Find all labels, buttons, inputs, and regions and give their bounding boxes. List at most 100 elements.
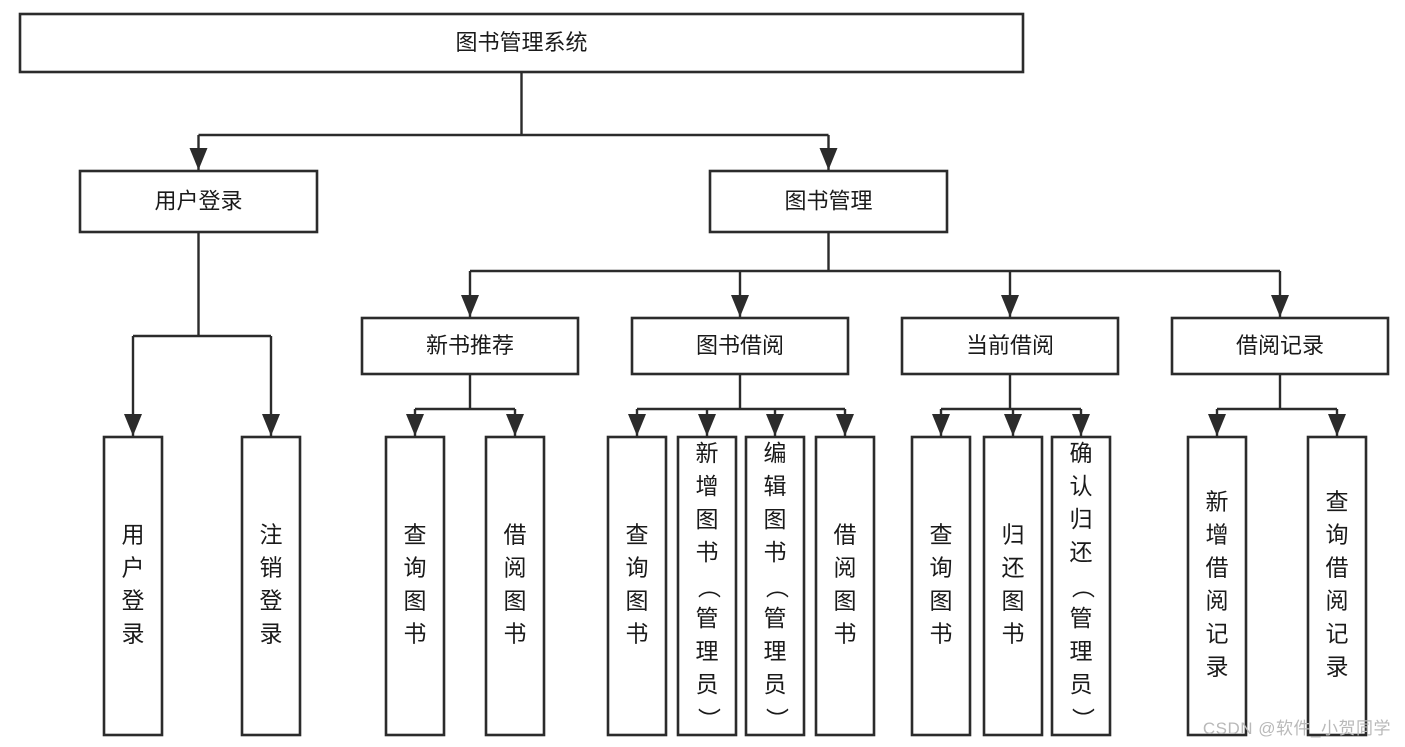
svg-text:（: （: [764, 576, 790, 599]
node-label-new-book-recommend: 新书推荐: [426, 333, 514, 358]
svg-text:记: 记: [1206, 621, 1229, 647]
svg-text:新: 新: [696, 440, 719, 466]
svg-text:图: 图: [930, 588, 953, 614]
arrow-head-icon: [262, 414, 280, 436]
arrow-head-icon: [189, 148, 208, 170]
svg-text:理: 理: [696, 638, 719, 664]
node-box-leaf-borrow-book: [814, 435, 876, 737]
arrow-head-icon: [1001, 295, 1019, 317]
arrow-head-icon: [766, 414, 784, 436]
node-book-management[interactable]: 图书管理: [708, 169, 949, 234]
node-label-borrow-record: 借阅记录: [1236, 333, 1324, 358]
svg-text:阅: 阅: [504, 555, 527, 581]
svg-text:员: 员: [696, 671, 719, 697]
node-box-leaf-return-book: [982, 435, 1044, 737]
node-borrow-record[interactable]: 借阅记录: [1170, 316, 1390, 376]
svg-text:管: 管: [1070, 605, 1093, 631]
node-box-leaf-query-book-recommend: [384, 435, 446, 737]
svg-text:图: 图: [404, 588, 427, 614]
arrow-head-icon: [1072, 414, 1090, 436]
svg-text:理: 理: [1070, 638, 1093, 664]
svg-text:登: 登: [122, 588, 145, 614]
svg-text:图: 图: [1002, 588, 1025, 614]
svg-text:图: 图: [764, 506, 787, 532]
node-box-leaf-add-book-admin: [676, 435, 738, 737]
svg-text:借: 借: [1326, 555, 1349, 581]
nodes-layer: 图书管理系统用户登录图书管理新书推荐图书借阅当前借阅借阅记录用户登录注销登录查询…: [18, 12, 1390, 737]
node-leaf-user-login[interactable]: 用户登录: [102, 435, 164, 737]
svg-text:询: 询: [930, 555, 953, 581]
node-user-login[interactable]: 用户登录: [78, 169, 319, 234]
svg-text:借: 借: [834, 522, 857, 548]
node-box-book-management: [708, 169, 949, 234]
connectors-layer: [124, 72, 1346, 436]
svg-text:用: 用: [122, 522, 145, 548]
arrow-head-icon: [124, 414, 142, 436]
svg-text:新: 新: [1206, 489, 1229, 515]
svg-text:图: 图: [696, 506, 719, 532]
node-box-leaf-add-borrow-record: [1186, 435, 1248, 737]
node-label-user-login: 用户登录: [154, 188, 242, 213]
svg-text:录: 录: [260, 621, 283, 647]
node-current-borrow[interactable]: 当前借阅: [900, 316, 1120, 376]
svg-text:归: 归: [1070, 506, 1093, 532]
node-box-root: [18, 12, 1025, 74]
svg-text:书: 书: [404, 621, 427, 647]
node-box-current-borrow: [900, 316, 1120, 376]
node-box-leaf-edit-book-admin: [744, 435, 806, 737]
watermark-text: CSDN @软件_小贺同学: [1202, 719, 1391, 738]
svg-text:）: ）: [764, 708, 790, 731]
svg-text:阅: 阅: [834, 555, 857, 581]
svg-text:询: 询: [626, 555, 649, 581]
node-box-book-borrow: [630, 316, 850, 376]
svg-text:认: 认: [1070, 473, 1093, 499]
node-label-book-borrow: 图书借阅: [696, 333, 784, 358]
svg-text:书: 书: [696, 539, 719, 565]
node-root[interactable]: 图书管理系统: [18, 12, 1025, 74]
node-box-leaf-user-login: [102, 435, 164, 737]
svg-text:）: ）: [1070, 708, 1096, 731]
node-book-borrow[interactable]: 图书借阅: [630, 316, 850, 376]
node-label-current-borrow: 当前借阅: [966, 333, 1054, 358]
svg-text:图: 图: [504, 588, 527, 614]
arrow-head-icon: [1208, 414, 1226, 436]
svg-text:借: 借: [1206, 555, 1229, 581]
svg-text:）: ）: [696, 708, 722, 731]
arrow-head-icon: [506, 414, 524, 436]
svg-text:阅: 阅: [1206, 588, 1229, 614]
node-new-book-recommend[interactable]: 新书推荐: [360, 316, 580, 376]
arrow-head-icon: [1004, 414, 1022, 436]
svg-text:还: 还: [1070, 539, 1093, 565]
svg-text:增: 增: [1206, 522, 1229, 548]
svg-text:（: （: [1070, 576, 1096, 599]
arrow-head-icon: [461, 295, 479, 317]
svg-text:管: 管: [764, 605, 787, 631]
svg-text:书: 书: [1002, 621, 1025, 647]
node-label-book-management: 图书管理: [784, 188, 872, 213]
arrow-head-icon: [698, 414, 716, 436]
svg-text:记: 记: [1326, 621, 1349, 647]
svg-text:辑: 辑: [764, 473, 787, 499]
svg-text:查: 查: [930, 522, 953, 548]
svg-text:查: 查: [404, 522, 427, 548]
